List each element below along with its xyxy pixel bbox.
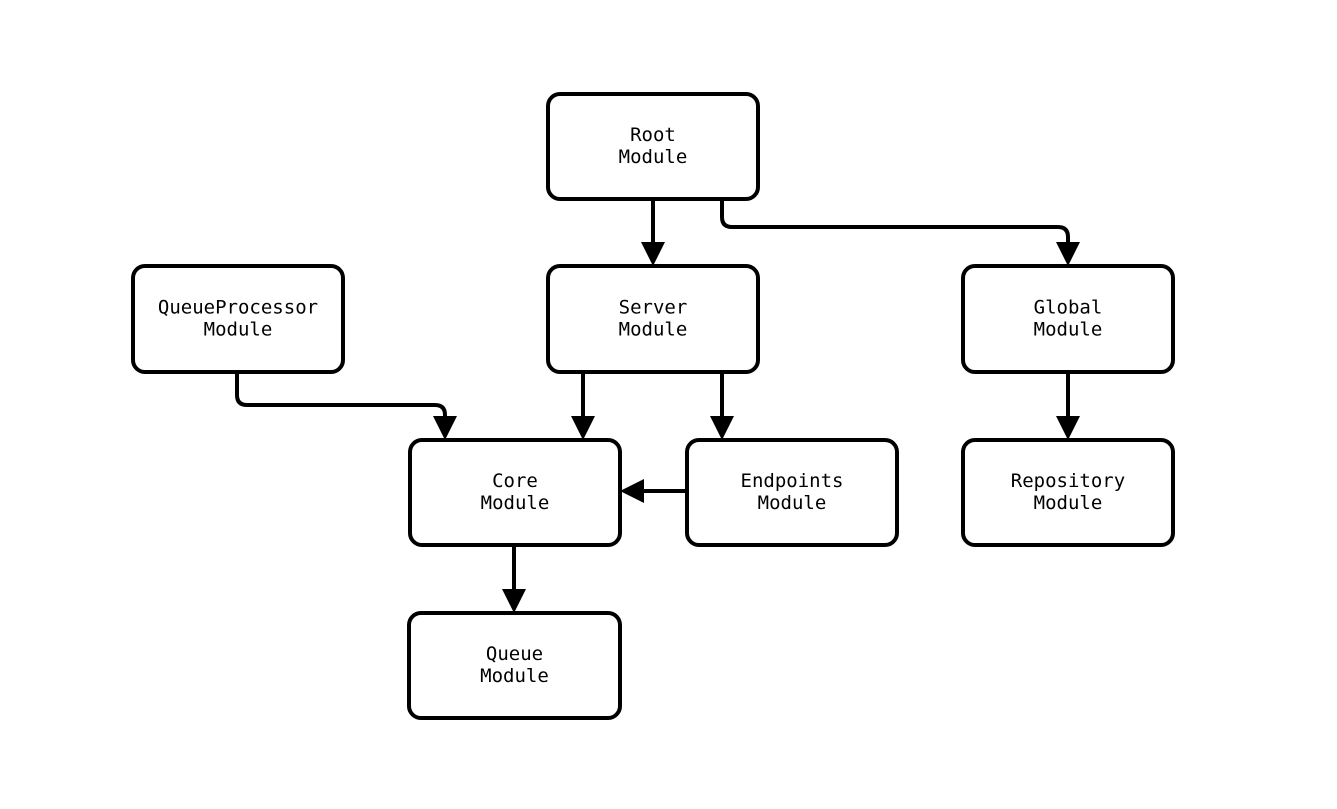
arrowhead-icon: [620, 479, 644, 503]
arrowhead-icon: [433, 416, 457, 440]
node-box-core[interactable]: [408, 438, 622, 547]
node-box-queueprocessor[interactable]: [131, 264, 345, 374]
node-queue[interactable]: QueueModuleQueue Module: [407, 611, 622, 720]
node-label-line1-global: Global: [1034, 297, 1103, 319]
arrowhead-icon: [1056, 416, 1080, 440]
node-label-line2-global: Module: [1034, 319, 1103, 341]
node-box-root[interactable]: [546, 92, 760, 201]
nodes-layer: RootModuleRoot ModuleQueueProcessorModul…: [131, 92, 1175, 720]
edge-line: [235, 372, 447, 421]
node-label-line1-server: Server: [619, 297, 688, 319]
edge-root-to-global: Root Module to Global Module: [720, 199, 1080, 266]
node-box-queue[interactable]: [407, 611, 622, 720]
arrowhead-icon: [502, 589, 526, 613]
node-label-line1-repository: Repository: [1011, 470, 1125, 492]
edge-global-to-repository: Global Module to Repository Module: [1056, 372, 1080, 440]
node-box-endpoints[interactable]: [685, 438, 899, 547]
arrowhead-icon: [641, 242, 665, 266]
node-label-line2-repository: Module: [1034, 492, 1103, 514]
edge-core-to-queue: Core Module to Queue Module: [502, 545, 526, 613]
node-global[interactable]: GlobalModuleGlobal Module: [961, 264, 1175, 374]
node-label-line2-queueprocessor: Module: [204, 319, 273, 341]
node-box-server[interactable]: [546, 264, 760, 374]
edge-root-to-server: Root Module to Server Module: [641, 199, 665, 266]
node-label-line2-server: Module: [619, 319, 688, 341]
edge-server-to-endpoints: Server Module to Endpoints Module: [710, 372, 734, 440]
node-label-line2-endpoints: Module: [758, 492, 827, 514]
node-queueprocessor[interactable]: QueueProcessorModuleQueueProcessor Modul…: [131, 264, 345, 374]
edge-server-to-core: Server Module to Core Module: [571, 372, 595, 440]
node-label-line2-queue: Module: [480, 665, 549, 687]
node-label-line2-core: Module: [481, 492, 550, 514]
node-label-line1-queue: Queue: [486, 643, 543, 665]
node-box-repository[interactable]: [961, 438, 1175, 547]
node-label-line2-root: Module: [619, 146, 688, 168]
edges-layer: Root Module to Server Module Root Module …: [235, 199, 1080, 613]
node-box-global[interactable]: [961, 264, 1175, 374]
node-label-line1-endpoints: Endpoints: [741, 470, 844, 492]
node-server[interactable]: ServerModuleServer Module: [546, 264, 760, 374]
node-label-line1-queueprocessor: QueueProcessor: [158, 297, 318, 319]
edge-queueprocessor-to-core: QueueProcessor Module to Core Module: [235, 372, 457, 440]
arrowhead-icon: [710, 416, 734, 440]
edge-line: [720, 199, 1070, 247]
node-root[interactable]: RootModuleRoot Module: [546, 92, 760, 201]
node-label-line1-core: Core: [492, 470, 538, 492]
arrowhead-icon: [571, 416, 595, 440]
edge-endpoints-to-core: Endpoints Module to Core Module: [620, 479, 687, 503]
node-core[interactable]: CoreModuleCore Module: [408, 438, 622, 547]
node-endpoints[interactable]: EndpointsModuleEndpoints Module: [685, 438, 899, 547]
arrowhead-icon: [1056, 242, 1080, 266]
node-label-line1-root: Root: [630, 124, 676, 146]
node-repository[interactable]: RepositoryModuleRepository Module: [961, 438, 1175, 547]
